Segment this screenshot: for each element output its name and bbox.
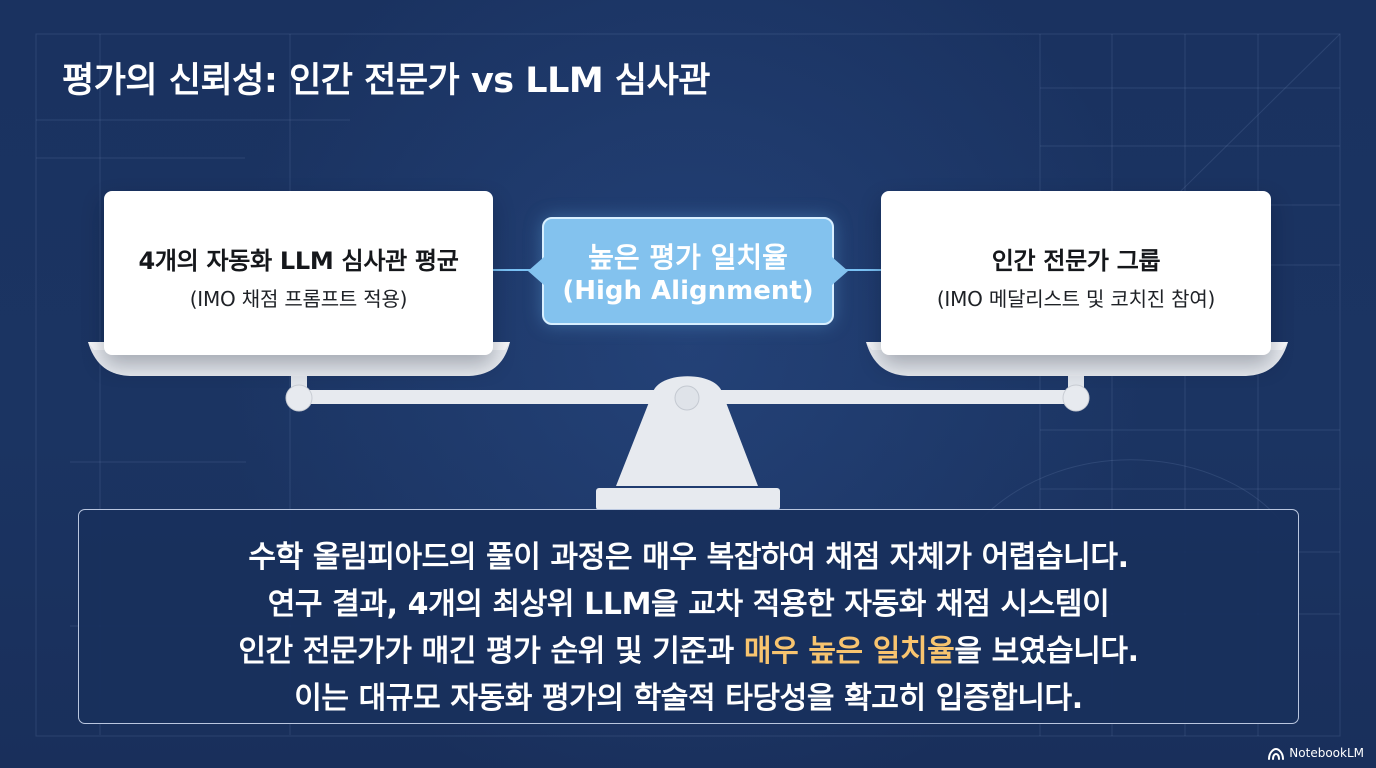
summary-panel: 수학 올림피아드의 풀이 과정은 매우 복잡하여 채점 자체가 어렵습니다. 연… [78,509,1299,724]
human-experts-subtitle: (IMO 메달리스트 및 코치진 참여) [936,287,1216,311]
scale-fulcrum [616,376,758,486]
summary-line-3-suffix: 을 보였습니다. [954,634,1139,669]
human-experts-title: 인간 전문가 그룹 [991,247,1161,275]
alignment-english-label: (High Alignment) [562,276,814,306]
high-alignment-highlight: 매우 높은 일치율 [743,634,955,669]
page-title: 평가의 신뢰성: 인간 전문가 vs LLM 심사관 [62,61,711,101]
scale-pivot [674,385,700,411]
summary-line-2: 연구 결과, 4개의 최상위 LLM을 교차 적용한 자동화 채점 시스템이 [267,587,1110,622]
left-beam-joint [285,384,313,412]
brand-name: NotebookLM [1289,746,1364,760]
llm-judges-subtitle: (IMO 채점 프롬프트 적용) [189,287,408,311]
llm-judges-card: 4개의 자동화 LLM 심사관 평균 (IMO 채점 프롬프트 적용) [104,191,493,355]
high-alignment-badge: 높은 평가 일치율 (High Alignment) [528,217,848,325]
human-experts-card: 인간 전문가 그룹 (IMO 메달리스트 및 코치진 참여) [881,191,1271,355]
summary-line-4: 이는 대규모 자동화 평가의 학술적 타당성을 확고히 입증합니다. [294,681,1083,716]
llm-judges-title: 4개의 자동화 LLM 심사관 평균 [138,247,459,275]
summary-line-3-prefix: 인간 전문가가 매긴 평가 순위 및 기준과 [238,634,744,669]
alignment-korean-label: 높은 평가 일치율 [588,241,788,274]
notebooklm-watermark: NotebookLM [1267,746,1364,760]
notebooklm-logo-icon [1268,747,1285,760]
summary-line-3: 인간 전문가가 매긴 평가 순위 및 기준과 매우 높은 일치율을 보였습니다. [79,628,1298,675]
right-beam-joint [1062,384,1090,412]
summary-line-1: 수학 올림피아드의 풀이 과정은 매우 복잡하여 채점 자체가 어렵습니다. [248,540,1129,575]
scale-base [596,488,780,510]
